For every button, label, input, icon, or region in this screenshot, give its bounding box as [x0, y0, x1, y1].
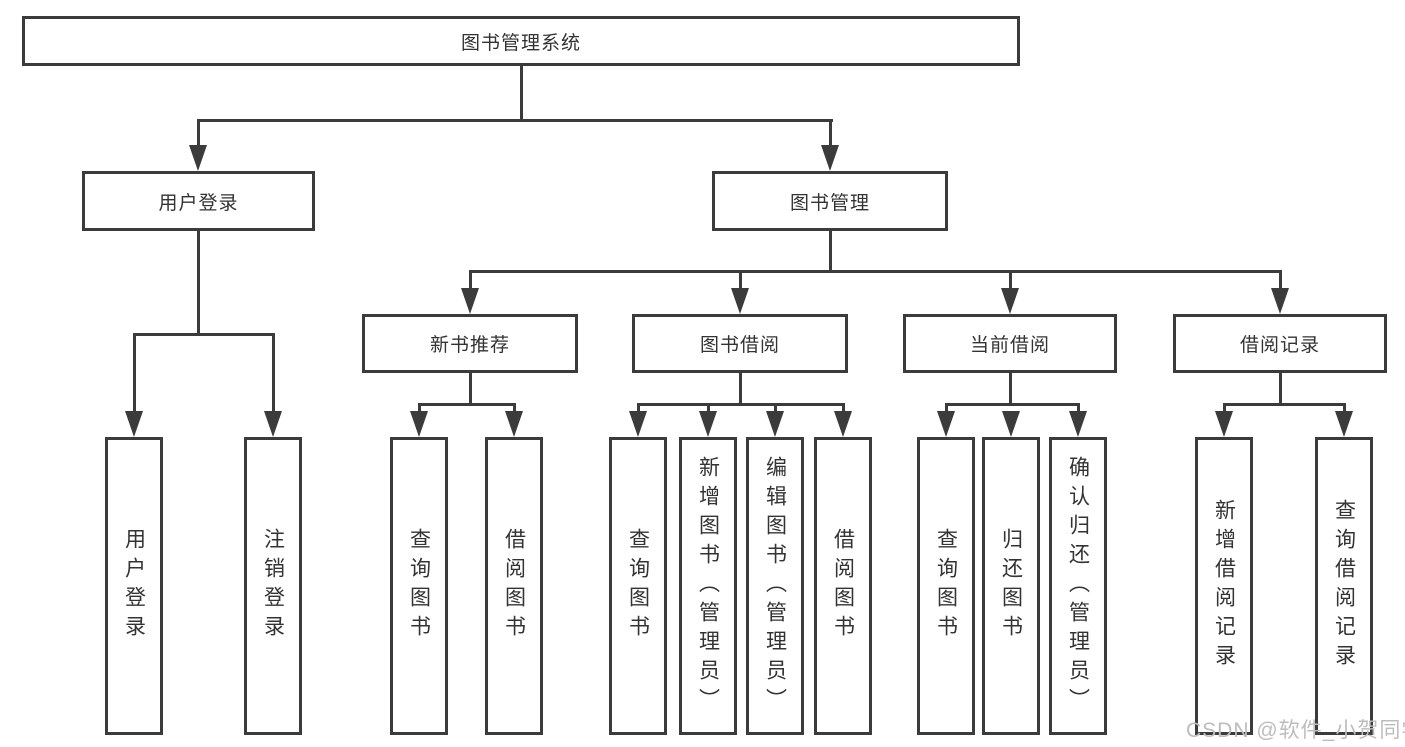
connector-line [272, 333, 275, 417]
node-new-book-recommend: 新书推荐 [362, 314, 578, 373]
connector-line [1009, 373, 1012, 406]
leaf-user-login: 用户登录 [105, 437, 163, 735]
connector-line [707, 403, 710, 415]
node-user-login: 用户登录 [82, 171, 315, 231]
connector-line [133, 333, 275, 336]
connector-line [1009, 270, 1012, 292]
node-book-management: 图书管理 [712, 171, 948, 231]
leaf-confirm-return-admin: 确认归还（管理员） [1049, 437, 1107, 735]
arrowhead-down-icon [699, 411, 717, 437]
connector-line [520, 66, 523, 120]
arrowhead-down-icon [821, 145, 839, 171]
arrowhead-down-icon [410, 411, 428, 437]
connector-line [945, 403, 948, 415]
connector-line [133, 333, 136, 417]
node-label: 编辑图书（管理员） [763, 455, 787, 717]
arrowhead-down-icon [461, 288, 479, 314]
node-book-borrow: 图书借阅 [632, 314, 848, 373]
leaf-return-book: 归还图书 [982, 437, 1040, 735]
arrowhead-down-icon [189, 145, 207, 171]
node-label: 用户登录 [122, 528, 146, 644]
arrowhead-down-icon [1335, 411, 1353, 437]
node-label: 查询图书 [626, 528, 650, 644]
arrowhead-down-icon [766, 411, 784, 437]
connector-line [637, 403, 845, 406]
csdn-watermark: CSDN @软件_小贺同学 [1186, 719, 1405, 742]
leaf-logout: 注销登录 [244, 437, 302, 735]
connector-line [513, 403, 516, 415]
arrowhead-down-icon [125, 411, 143, 437]
connector-line [829, 231, 832, 271]
arrowhead-down-icon [505, 411, 523, 437]
connector-line [637, 403, 640, 415]
node-label: 新增借阅记录 [1212, 499, 1236, 673]
connector-line [739, 373, 742, 406]
arrowhead-down-icon [1002, 411, 1020, 437]
arrowhead-down-icon [1271, 288, 1289, 314]
connector-line [1343, 403, 1346, 415]
leaf-query-book-1: 查询图书 [390, 437, 448, 735]
connector-line [418, 403, 516, 406]
node-label: 借阅图书 [831, 528, 855, 644]
leaf-query-book-2: 查询图书 [609, 437, 667, 735]
leaf-edit-book-admin: 编辑图书（管理员） [746, 437, 804, 735]
node-label: 确认归还（管理员） [1066, 455, 1090, 717]
node-label: 注销登录 [261, 528, 285, 644]
connector-line [197, 231, 200, 335]
node-current-borrow: 当前借阅 [903, 314, 1117, 373]
node-label: 查询图书 [934, 528, 958, 644]
arrowhead-down-icon [1001, 288, 1019, 314]
connector-line [1077, 403, 1080, 415]
node-label: 新书推荐 [429, 335, 510, 356]
arrowhead-down-icon [731, 288, 749, 314]
node-label: 新增图书（管理员） [696, 455, 720, 717]
arrowhead-down-icon [834, 411, 852, 437]
connector-line [469, 270, 472, 292]
connector-line [945, 403, 1080, 406]
node-label: 图书管理系统 [460, 32, 581, 54]
node-label: 当前借阅 [969, 335, 1050, 356]
leaf-add-book-admin: 新增图书（管理员） [679, 437, 737, 735]
connector-line [739, 270, 742, 292]
connector-line [1223, 403, 1345, 406]
connector-line [418, 403, 421, 415]
connector-line [774, 403, 777, 415]
node-label: 图书借阅 [699, 335, 780, 356]
connector-line [842, 403, 845, 415]
connector-line [829, 119, 832, 151]
connector-line [1223, 403, 1226, 415]
node-label: 查询借阅记录 [1332, 499, 1356, 673]
leaf-query-book-3: 查询图书 [917, 437, 975, 735]
leaf-borrow-book-2: 借阅图书 [814, 437, 872, 735]
connector-line [469, 373, 472, 406]
arrowhead-down-icon [1215, 411, 1233, 437]
node-label: 借阅记录 [1239, 335, 1320, 356]
arrowhead-down-icon [937, 411, 955, 437]
connector-line [1279, 373, 1282, 406]
connector-line [197, 119, 833, 122]
node-label: 归还图书 [999, 528, 1023, 644]
arrowhead-down-icon [1069, 411, 1087, 437]
node-label: 查询图书 [407, 528, 431, 644]
connector-line [469, 270, 1282, 273]
connector-line [1279, 270, 1282, 292]
leaf-query-borrow-record: 查询借阅记录 [1315, 437, 1373, 735]
connector-line [197, 119, 200, 151]
arrowhead-down-icon [629, 411, 647, 437]
arrowhead-down-icon [264, 411, 282, 437]
node-label: 借阅图书 [502, 528, 526, 644]
node-library-management-system: 图书管理系统 [22, 16, 1020, 66]
node-borrow-records: 借阅记录 [1173, 314, 1387, 373]
node-label: 用户登录 [158, 192, 239, 214]
node-label: 图书管理 [789, 192, 870, 214]
leaf-borrow-book-1: 借阅图书 [485, 437, 543, 735]
leaf-add-borrow-record: 新增借阅记录 [1195, 437, 1253, 735]
